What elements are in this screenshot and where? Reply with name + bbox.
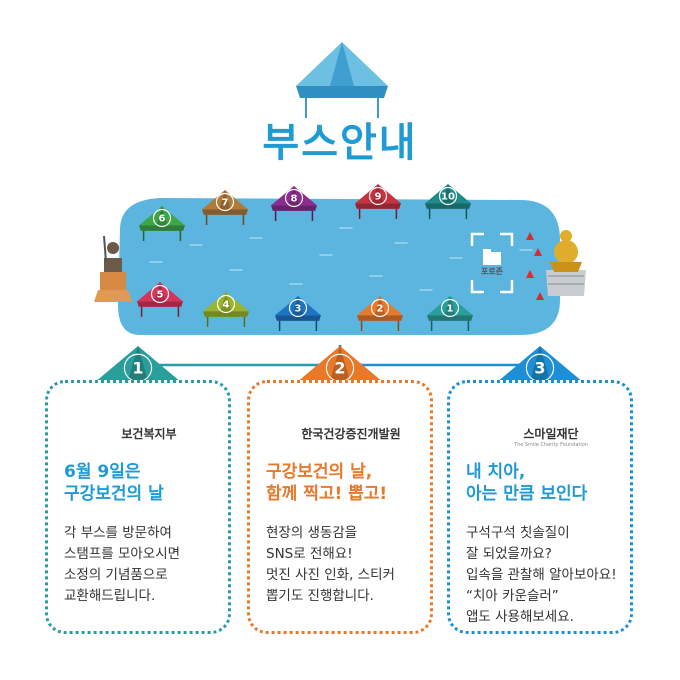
- tent-number: 2: [334, 359, 345, 378]
- organization-name: 한국건강증진개발원: [250, 425, 430, 442]
- lake-tent-9: 9: [355, 184, 401, 219]
- tent-number-badge: [284, 188, 304, 208]
- tent-number-badge: [152, 208, 172, 228]
- tent-number-badge: [440, 298, 460, 318]
- organization-label: 한국건강증진개발원: [301, 427, 401, 441]
- lake-tent-1: 1: [427, 296, 473, 331]
- lake-tents: 6 7 8 9 10 5 4 3 2 1: [137, 184, 473, 331]
- lake-tent-5: 5: [137, 282, 183, 317]
- lake-tent-6: 6: [139, 206, 185, 241]
- description-line: “치아 카운슬러”: [466, 588, 559, 604]
- tent-number-badge: [215, 192, 235, 212]
- photo-zone-label: 포로존: [480, 267, 504, 276]
- tent-number: 5: [157, 290, 164, 301]
- statue-left-icon: [94, 235, 132, 302]
- description-line: 잘 되었을까요?: [466, 546, 552, 562]
- booth-headline: 구강보건의 날,함께 찍고! 뽑고!: [266, 461, 426, 505]
- description-line: 스탬프를 모아오시면: [64, 546, 181, 562]
- tent-number: 8: [291, 194, 298, 205]
- tent-number: 3: [534, 359, 545, 378]
- headline-line: 구강보건의 날: [64, 484, 164, 504]
- lake-tent-7: 7: [202, 190, 248, 225]
- tent-number: 4: [223, 300, 230, 311]
- lake-tent-3: 3: [275, 296, 321, 331]
- organization-label: 스마일재단: [523, 427, 579, 441]
- tent-number: 2: [377, 304, 384, 315]
- description-line: 입속을 관찰해 알아보아요!: [466, 567, 617, 583]
- title-tent-icon: [296, 42, 388, 118]
- photo-zone-frame: [470, 232, 514, 294]
- lake-tent-10: 10: [425, 184, 471, 219]
- description-line: 멋진 사진 인화, 스티커: [266, 567, 395, 583]
- headline-line: 아는 만큼 보인다: [466, 484, 588, 504]
- organization-name: 보건복지부: [48, 425, 228, 442]
- tent-number-badge: [370, 298, 390, 318]
- tent-number: 6: [159, 214, 166, 225]
- lake-tent-2: 2: [357, 296, 403, 331]
- tent-number-badge: [438, 186, 458, 206]
- description-line: 교환해드립니다.: [64, 588, 156, 604]
- tent-number: 3: [295, 304, 302, 315]
- tent-number-badge: [288, 298, 308, 318]
- description-line: 뽑기도 진행합니다.: [266, 588, 374, 604]
- organization-subtitle: The Smile Charity Foundation: [514, 442, 588, 448]
- tent-number-badge: [150, 284, 170, 304]
- headline-line: 내 치아,: [466, 462, 526, 482]
- organization-label: 보건복지부: [121, 427, 177, 441]
- tent-number-badge: [216, 294, 236, 314]
- headline-line: 6월 9일은: [64, 462, 141, 482]
- tent-number: 10: [441, 192, 455, 203]
- description-line: 현장의 생동감을: [266, 525, 358, 541]
- lake-tent-8: 8: [271, 186, 317, 221]
- tent-number-badge: [368, 186, 388, 206]
- description-line: 각 부스를 방문하여: [64, 525, 172, 541]
- red-markers: [526, 232, 544, 300]
- statue-right-icon: [546, 230, 586, 296]
- tent-number: 1: [447, 304, 454, 315]
- description-line: 소정의 기념품으로: [64, 567, 168, 583]
- headline-line: 함께 찍고! 뽑고!: [266, 484, 388, 504]
- headline-line: 구강보건의 날,: [266, 462, 373, 482]
- folder-icon: [483, 249, 501, 265]
- tent-number: 7: [222, 198, 229, 209]
- description-line: 구석구석 칫솔질이: [466, 525, 570, 541]
- lake-ripples: [149, 227, 533, 291]
- page-title: 부스안내: [262, 120, 418, 166]
- tent-number: 1: [132, 359, 143, 378]
- tent-number: 9: [375, 192, 382, 203]
- lake-tent-4: 4: [203, 292, 249, 327]
- description-line: 앱도 사용해보세요.: [466, 609, 574, 625]
- description-line: SNS로 전해요!: [266, 546, 353, 562]
- booth-headline: 내 치아,아는 만큼 보인다: [466, 461, 626, 505]
